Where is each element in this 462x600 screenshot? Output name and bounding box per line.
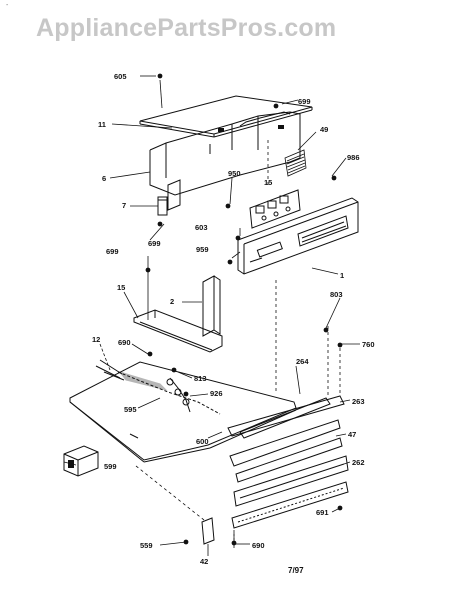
callout-label: 803 <box>330 290 343 299</box>
revision-date: 7/97 <box>288 566 304 575</box>
housing-box <box>149 150 301 196</box>
callout-label: 691 <box>316 508 329 517</box>
cropped-header-mark: - <box>6 2 9 9</box>
callout-label: 699 <box>106 247 119 256</box>
callout-label: 926 <box>210 389 223 398</box>
callout-label: 15 <box>264 178 272 187</box>
callout-label: 690 <box>118 338 131 347</box>
callout-label: 15 <box>117 283 125 292</box>
callout-label: 950 <box>228 169 241 178</box>
callout-label: 599 <box>104 462 117 471</box>
callout-label: 690 <box>252 541 265 550</box>
vent-trim <box>233 455 349 507</box>
callout-label: 6 <box>102 174 106 183</box>
watermark: AppliancePartsPros.com <box>36 14 337 42</box>
callout-label: 699 <box>298 97 311 106</box>
callout-label: 264 <box>296 357 309 366</box>
callout-label: 600 <box>196 437 209 446</box>
callout-label: 49 <box>320 125 328 134</box>
callout-label: 42 <box>200 557 208 566</box>
bottom-trim <box>231 481 349 529</box>
support-rail <box>133 309 223 353</box>
wiring-harness <box>117 371 221 415</box>
callout-label: 605 <box>114 72 127 81</box>
callout-label: 603 <box>195 223 208 232</box>
callout-label: 262 <box>352 458 365 467</box>
callout-label: 12 <box>92 335 100 344</box>
callout-label: 263 <box>352 397 365 406</box>
callout-label: 813 <box>194 374 207 383</box>
callout-label: 1 <box>340 271 344 280</box>
callout-label: 986 <box>347 153 360 162</box>
vent-grille <box>284 149 307 177</box>
trim-strip-upper <box>239 397 331 439</box>
callout-label: 11 <box>98 120 106 129</box>
callout-label: 595 <box>124 405 137 414</box>
callout-label: 7 <box>122 201 126 210</box>
callout-label: 699 <box>148 239 161 248</box>
relay-box <box>63 445 99 477</box>
glass-panel <box>235 437 343 483</box>
callout-label: 559 <box>140 541 153 550</box>
callout-label: 47 <box>348 430 356 439</box>
callout-label: 760 <box>362 340 375 349</box>
bottom-bracket <box>201 517 215 545</box>
callout-label: 2 <box>170 297 174 306</box>
screws <box>145 73 343 546</box>
end-cap <box>202 275 215 337</box>
door-trim <box>227 395 345 437</box>
callout-label: 959 <box>196 245 209 254</box>
